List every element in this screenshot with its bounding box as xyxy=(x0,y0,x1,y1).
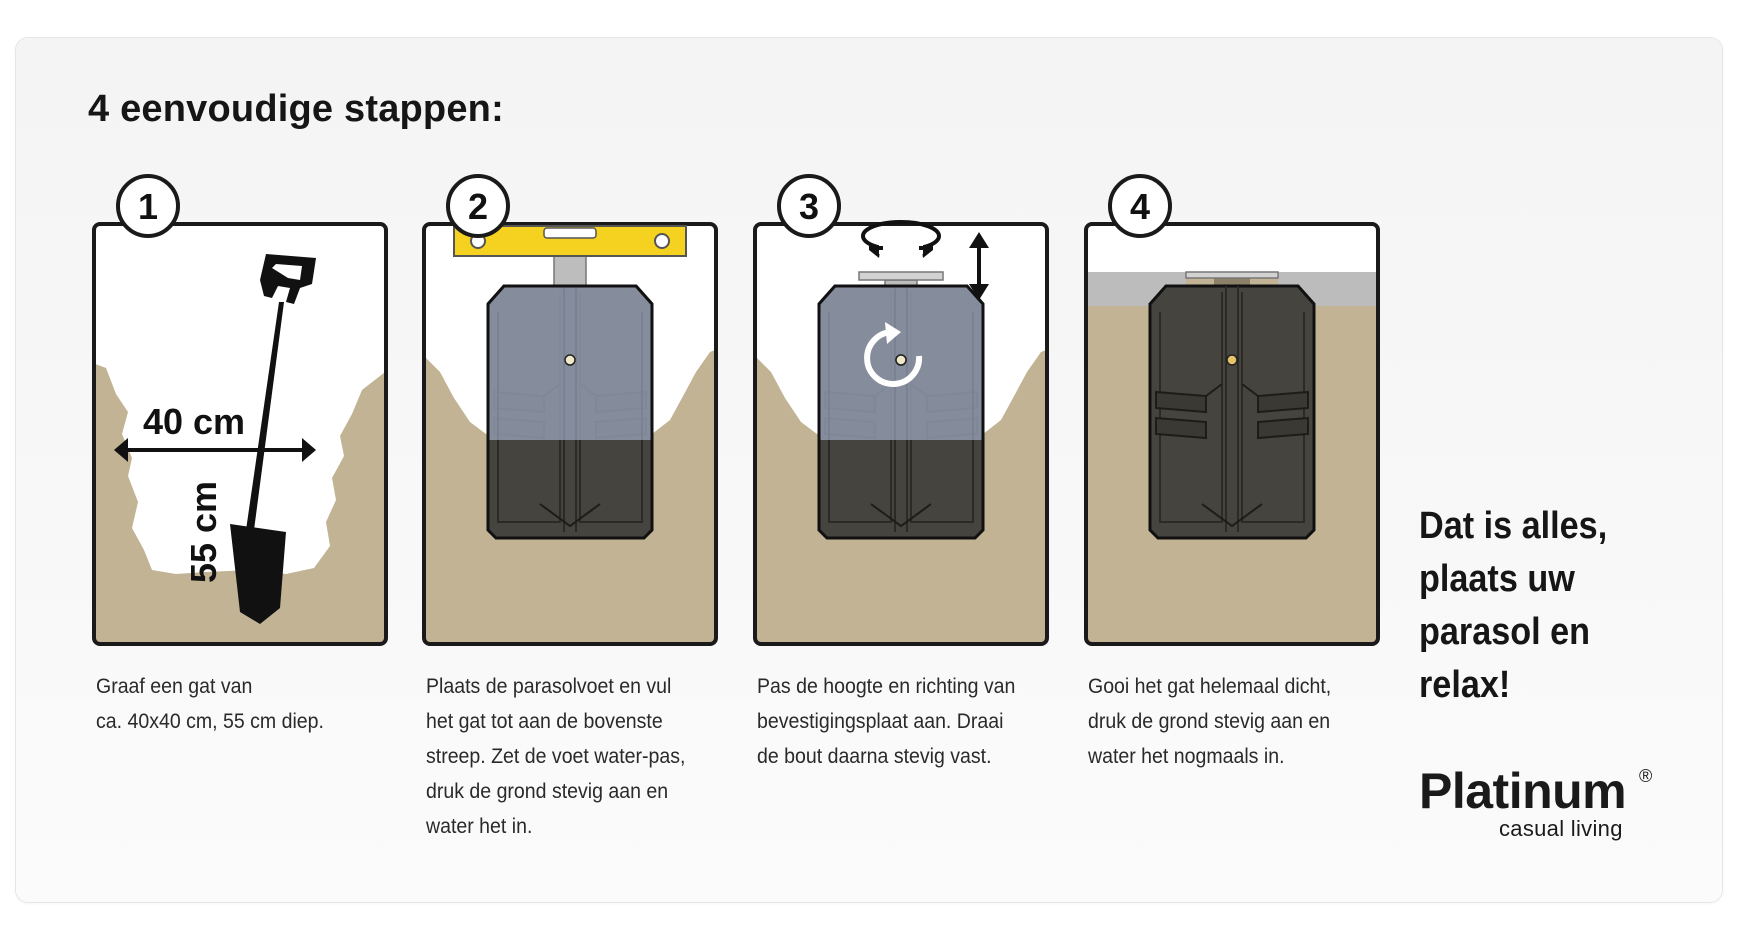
brand-name: Platinum xyxy=(1419,763,1627,819)
closing-message: Dat is alles, plaats uw parasol en relax… xyxy=(1419,505,1608,706)
svg-text:3: 3 xyxy=(799,186,819,227)
step-3-illustration: 3 xyxy=(753,174,1049,646)
parasol-foot xyxy=(486,239,654,540)
step-2-caption: Plaats de parasolvoet en vul het gat tot… xyxy=(426,675,686,838)
step-4-illustration: 4 xyxy=(1084,174,1380,646)
step-1-illustration: 40 cm 55 cm 1 xyxy=(92,174,388,646)
brand-tagline: casual living xyxy=(1499,816,1623,841)
step-4: 4 Gooi het gat helemaal dicht, druk de g… xyxy=(1082,172,1382,768)
step-2-number-badge: 2 xyxy=(446,174,510,238)
rotate-arrows-icon xyxy=(861,220,941,258)
brand-logo: Platinum ® casual living xyxy=(1419,762,1669,842)
svg-text:1: 1 xyxy=(138,186,158,227)
step-3-number-badge: 3 xyxy=(777,174,841,238)
parasol-foot xyxy=(817,271,985,540)
tighten-bolt-icon xyxy=(864,322,923,387)
width-arrow xyxy=(114,438,316,462)
step-4-caption: Gooi het gat helemaal dicht, druk de gro… xyxy=(1088,675,1332,768)
depth-label: 55 cm xyxy=(183,481,224,583)
spade-icon xyxy=(230,254,316,624)
step-1: 40 cm 55 cm 1 Graaf een gat van ca. 40x4… xyxy=(90,172,390,733)
step-2-illustration: 2 xyxy=(422,174,718,646)
step-4-number-badge: 4 xyxy=(1108,174,1172,238)
page-title: 4 eenvoudige stappen: xyxy=(88,88,504,130)
step-1-caption: Graaf een gat van ca. 40x40 cm, 55 cm di… xyxy=(96,675,324,733)
step-3-caption: Pas de hoogte en richting van bevestigin… xyxy=(757,675,1016,768)
step-2: 2 Plaats de parasolvoet en vul het gat t… xyxy=(420,172,720,838)
registered-mark: ® xyxy=(1639,766,1653,786)
parasol-foot xyxy=(1148,284,1316,540)
step-3: 3 Pas de hoogte en richting van bevestig… xyxy=(751,172,1051,768)
soil-ground xyxy=(94,362,386,644)
step-1-number-badge: 1 xyxy=(116,174,180,238)
width-label: 40 cm xyxy=(143,401,245,442)
filled-hole-icon xyxy=(1086,271,1378,644)
svg-text:4: 4 xyxy=(1130,186,1150,227)
svg-text:2: 2 xyxy=(468,186,488,227)
height-adjust-arrow-icon xyxy=(969,232,989,300)
